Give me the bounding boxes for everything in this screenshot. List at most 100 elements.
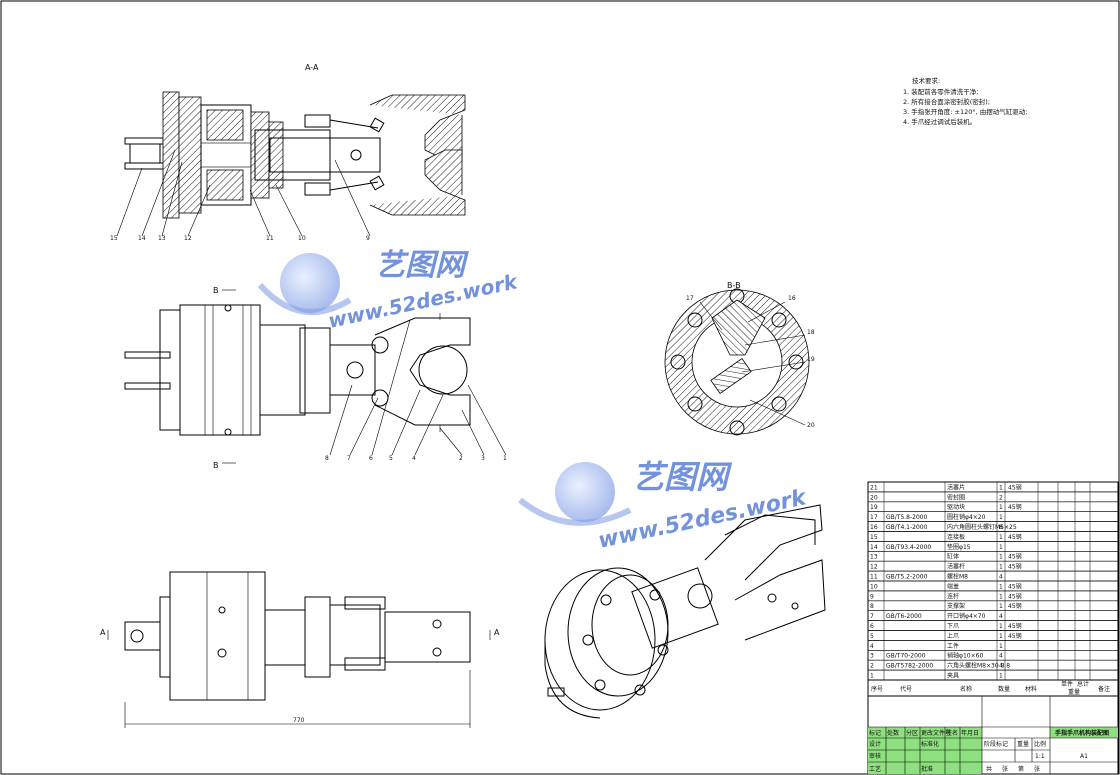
bom-cell-no: 17 <box>870 514 878 521</box>
bom-cell-mat: 45钢 <box>1008 563 1022 571</box>
tb-review: 审核 <box>869 752 881 760</box>
bom-cell-qty: 1 <box>999 603 1003 610</box>
isometric-render <box>544 504 826 719</box>
balloons-top: 15 14 13 12 11 10 9 <box>110 149 371 242</box>
bom-row <box>867 501 1119 512</box>
bom-row <box>867 560 1119 572</box>
balloon-2: 2 <box>459 455 463 462</box>
view-top: A A 770 <box>100 571 500 728</box>
section-a-mark-left: A <box>100 628 106 637</box>
section-aa-label: A-A <box>305 63 319 72</box>
bom-cell-qty: 1 <box>999 534 1003 541</box>
balloon-14: 14 <box>138 235 146 242</box>
bom-cell-code: GB/T93.4-2000 <box>886 544 931 551</box>
balloon-3: 3 <box>481 455 485 462</box>
tb-of: 第 <box>1018 765 1024 773</box>
bom-row <box>867 630 1119 641</box>
bom-cell-no: 13 <box>870 554 878 561</box>
tb-approve: 批准 <box>921 765 933 773</box>
bom-cell-name: 连接板 <box>947 533 965 541</box>
bom-row <box>867 491 1119 503</box>
balloon-7: 7 <box>347 455 351 462</box>
bom-cell-no: 2 <box>870 663 874 670</box>
bom-cell-qty: 1 <box>999 583 1003 590</box>
bom-cell-no: 3 <box>870 653 874 660</box>
bom-cell-mat: 45钢 <box>1008 533 1022 541</box>
view-section-aa: A-A <box>110 63 466 242</box>
balloon-11: 11 <box>266 235 274 242</box>
bom-cell-qty: 1 <box>999 504 1003 511</box>
bom-cell-no: 4 <box>870 643 874 650</box>
bom-row <box>867 640 1119 651</box>
bom-cell-no: 15 <box>870 534 878 541</box>
bom-row <box>867 531 1119 542</box>
balloon-16: 16 <box>788 295 796 302</box>
bom-cell-code: GB/T5782-2000 <box>886 663 933 670</box>
bom-cell-name: 上爪 <box>947 632 959 640</box>
tech-req-2: 2. 所有接合面涂密封胶(密封); <box>903 97 990 106</box>
bom-cell-name: 端盖 <box>947 582 959 590</box>
view-section-bb: B-B 17 16 18 19 20 <box>664 281 815 436</box>
bom-cell-qty: 2 <box>999 494 1003 501</box>
bom-header-code: 代号 <box>900 685 912 693</box>
bom-cell-qty: 4 <box>999 663 1003 670</box>
bom-header-qty: 数量 <box>998 685 1010 693</box>
bom-cell-code: GB/T4.1-2000 <box>886 524 928 531</box>
balloon-9: 9 <box>366 235 370 242</box>
bom-cell-no: 5 <box>870 633 874 640</box>
tech-req-title: 技术要求: <box>912 76 940 85</box>
bom-cell-mat: 45钢 <box>1008 503 1022 511</box>
bom-cell-mat: 45钢 <box>1008 553 1022 561</box>
bom-cell-no: 12 <box>870 564 878 571</box>
section-a-mark-right: A <box>494 628 500 637</box>
bom-cell-no: 6 <box>870 623 874 630</box>
bom-cell-qty: 4 <box>999 653 1003 660</box>
bom-cell-mat: 45钢 <box>1008 582 1022 590</box>
bom-cell-qty: 1 <box>999 564 1003 571</box>
bom-row <box>867 669 1119 681</box>
balloon-10: 10 <box>298 235 306 242</box>
balloon-18: 18 <box>807 329 815 336</box>
bom-cell-mat: 45钢 <box>1008 632 1022 640</box>
bom-cell-qty: 8 <box>999 524 1003 531</box>
bom-cell-mat: 45钢 <box>1008 592 1022 600</box>
bom-header-mat: 材料 <box>1025 685 1037 693</box>
balloon-13: 13 <box>158 235 166 242</box>
bom-row <box>867 481 1119 493</box>
tech-req-1: 1. 装配前各零件清洗干净; <box>903 87 978 96</box>
bom-cell-no: 11 <box>870 574 878 581</box>
bom-cell-code: GB/T5.2-2000 <box>886 574 928 581</box>
balloon-1: 1 <box>503 455 507 462</box>
balloons-mid: 8 7 6 5 4 2 3 1 <box>325 319 507 462</box>
bom-cell-code: GB/T70-2000 <box>886 653 926 660</box>
bom-header-weight: 重量 <box>1068 688 1080 696</box>
bom-cell-name: 夹具 <box>947 672 959 680</box>
bom-cell-name: 销轴φ10×60 <box>947 652 983 660</box>
tb-process: 工艺 <box>869 765 881 773</box>
bom-cell-name: 圆柱销φ4×20 <box>947 513 986 521</box>
balloon-15: 15 <box>110 235 118 242</box>
bom-header-no: 序号 <box>871 685 883 693</box>
bom-cell-name: 支撑架 <box>947 602 965 610</box>
bom-cell-name: 活塞片 <box>947 483 965 491</box>
section-bb-label: B-B <box>727 281 741 290</box>
tb-ratio: 比例 <box>1034 740 1046 748</box>
bom-cell-name: 缸体 <box>947 553 959 561</box>
watermark-brand-2: 艺图网 <box>632 458 733 496</box>
bom-cell-name: 内六角圆柱头螺钉M5×25 <box>947 523 1017 531</box>
tb-zone: 分区 <box>906 729 918 737</box>
tech-req-4: 4. 手爪经过调试后装机。 <box>903 117 976 126</box>
bom-cell-name: 密封圈 <box>947 493 965 501</box>
balloon-5: 5 <box>389 455 393 462</box>
section-b-mark-top: B <box>213 286 219 295</box>
bom-cell-code: GB/T5.8-2000 <box>886 514 928 521</box>
bom-cell-name: 垫圈φ15 <box>947 543 971 551</box>
watermark-2: 艺图网 www.52des.work <box>518 458 810 554</box>
bom-row <box>867 550 1119 562</box>
balloon-12: 12 <box>184 235 192 242</box>
bom-cell-no: 8 <box>870 603 874 610</box>
balloons-bb: 17 16 18 19 20 <box>686 295 815 429</box>
technical-requirements: 技术要求: 1. 装配前各零件清洗干净; 2. 所有接合面涂密封胶(密封); 3… <box>903 76 1027 126</box>
